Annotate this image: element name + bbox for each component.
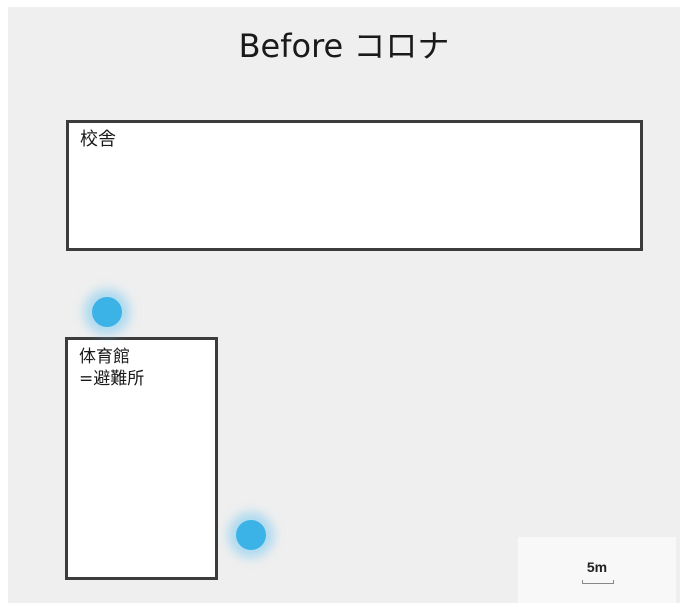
scale-label: 5m <box>586 559 608 575</box>
gym-label-line2: =避難所 <box>79 369 145 389</box>
diagram-canvas: Before コロナ 校舎 体育館 =避難所 5m <box>8 7 680 603</box>
gym-building: 体育館 =避難所 <box>65 337 218 580</box>
school-building: 校舎 <box>66 120 643 251</box>
person-dot-icon <box>92 297 122 327</box>
gym-building-label: 体育館 =避難所 <box>79 346 144 390</box>
scale-bar <box>582 580 614 584</box>
scale-legend: 5m <box>518 537 676 603</box>
diagram-title: Before コロナ <box>238 27 450 65</box>
school-building-label: 校舎 <box>80 129 116 150</box>
gym-label-line1: 体育館 <box>79 347 130 367</box>
person-dot-icon <box>236 520 266 550</box>
